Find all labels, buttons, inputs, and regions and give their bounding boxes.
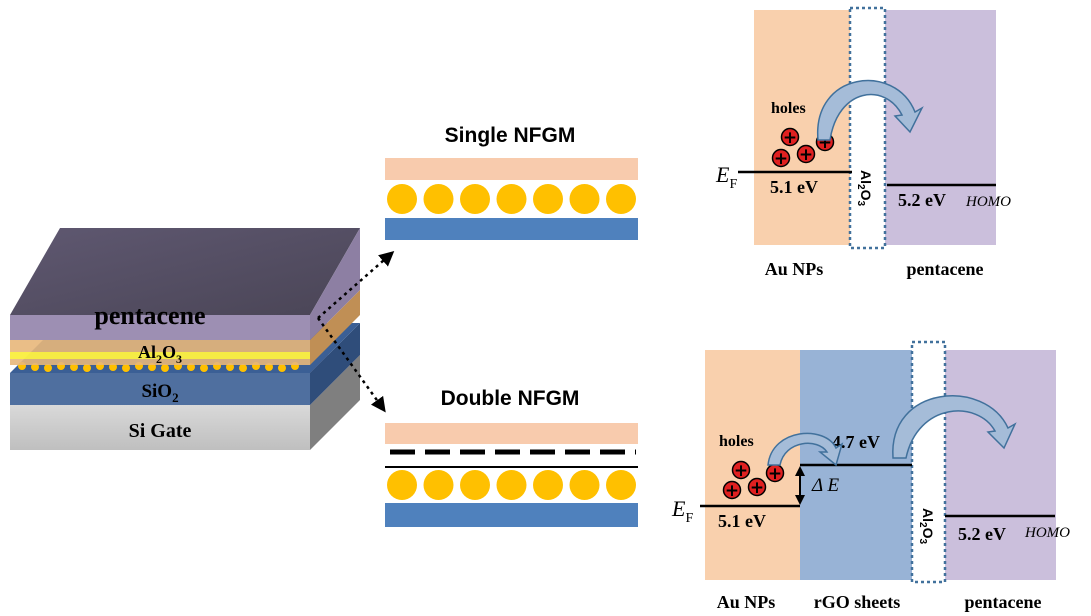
pointer-arrow-single bbox=[317, 251, 395, 319]
double-barrier bbox=[910, 340, 947, 584]
single-nanoparticles bbox=[387, 184, 636, 214]
delta-e-arrow-head-up bbox=[795, 466, 805, 476]
nanoparticle bbox=[496, 470, 527, 500]
single-structure: Single NFGM bbox=[385, 124, 638, 240]
nanoparticle bbox=[387, 470, 417, 500]
double-barrier-label: Al2O3 bbox=[917, 508, 936, 544]
hole-plus-sign: + bbox=[734, 461, 748, 481]
nanoparticle bbox=[423, 470, 454, 500]
gate-label: Si Gate bbox=[129, 420, 192, 442]
hole-plus-sign: + bbox=[750, 478, 764, 498]
nanoparticle bbox=[533, 184, 563, 214]
double-rgo-energy: 4.7 eV bbox=[832, 432, 880, 452]
double-top-layer bbox=[385, 423, 638, 444]
single-pentacene-energy: 5.2 eV bbox=[898, 190, 946, 210]
hole-icon bbox=[731, 460, 751, 480]
gate-side bbox=[310, 355, 360, 450]
device-nanoparticle bbox=[122, 364, 130, 372]
single-tunnel-arrow bbox=[817, 79, 924, 141]
energy-diagram-double: EF 5.1 eV 4.7 eV Δ E holes ++++ Al2O3 5.… bbox=[671, 340, 1070, 612]
al2o3-label: Al2O3 bbox=[138, 342, 182, 366]
pentacene-front bbox=[10, 315, 310, 340]
nanoparticle bbox=[569, 184, 600, 214]
nanoparticle bbox=[606, 470, 636, 500]
pentacene-top bbox=[10, 228, 360, 315]
hole-plus-sign: + bbox=[725, 481, 739, 501]
hole-icon bbox=[747, 477, 767, 497]
nanoparticle bbox=[569, 470, 600, 500]
double-pentacene-energy: 5.2 eV bbox=[958, 524, 1006, 544]
double-structure: Double NFGM bbox=[385, 387, 638, 527]
device-nanoparticle bbox=[278, 364, 286, 372]
single-bottom-pentacene: pentacene bbox=[907, 259, 984, 279]
nanoparticle bbox=[423, 184, 454, 214]
hole-icon bbox=[722, 480, 742, 500]
hole-plus-sign: + bbox=[783, 128, 797, 148]
hole-icon bbox=[796, 144, 816, 164]
double-bottom-au: Au NPs bbox=[717, 592, 776, 612]
pointer-arrow-double bbox=[316, 317, 386, 413]
single-fermi-label: EF bbox=[715, 162, 737, 192]
single-pentacene-region bbox=[885, 10, 996, 245]
single-au-energy: 5.1 eV bbox=[770, 177, 818, 197]
nanoparticle bbox=[387, 184, 417, 214]
device-nanoparticle bbox=[83, 364, 91, 372]
single-homo-label: HOMO bbox=[965, 194, 1011, 210]
sio2-front bbox=[10, 373, 310, 405]
double-bottom-pentacene: pentacene bbox=[965, 592, 1042, 612]
double-homo-label: HOMO bbox=[1024, 525, 1070, 541]
sio2-label: SiO2 bbox=[141, 381, 178, 405]
double-title: Double NFGM bbox=[441, 387, 580, 410]
nanoparticle bbox=[533, 470, 563, 500]
gate-front bbox=[10, 405, 310, 450]
al2o3-side bbox=[310, 290, 360, 365]
double-tunnel-arrow-1 bbox=[767, 432, 844, 467]
double-au-region bbox=[705, 350, 800, 580]
energy-diagram-single: EF 5.1 eV holes ++++ Al2O3 5.2 eV HOMO A… bbox=[715, 6, 1011, 279]
nanoparticle bbox=[496, 184, 527, 214]
pentacene-side bbox=[310, 228, 360, 340]
double-au-energy: 5.1 eV bbox=[718, 511, 766, 531]
double-nanoparticles bbox=[387, 470, 636, 500]
hole-plus-sign: + bbox=[799, 145, 813, 165]
double-tunnel-arrow-2 bbox=[892, 395, 1017, 459]
single-holes-label: holes bbox=[771, 100, 806, 117]
sio2-side bbox=[310, 323, 360, 405]
double-bottom-layer bbox=[385, 503, 638, 527]
device-nanoparticle bbox=[44, 364, 52, 372]
hole-plus-sign: + bbox=[774, 149, 788, 169]
al2o3-glow bbox=[10, 352, 310, 359]
single-bottom-au: Au NPs bbox=[765, 259, 824, 279]
double-fermi-label: EF bbox=[671, 496, 693, 526]
device-stack: Si Gate SiO2 Al2O3 pentacene bbox=[10, 228, 360, 450]
nanoparticle bbox=[460, 184, 490, 214]
hole-plus-sign: + bbox=[768, 464, 782, 484]
device-nanoparticle bbox=[200, 364, 208, 372]
nanoparticle bbox=[606, 184, 636, 214]
pentacene-label: pentacene bbox=[94, 301, 205, 330]
single-top-layer bbox=[385, 158, 638, 180]
double-pentacene-region bbox=[944, 350, 1056, 580]
delta-e-arrow-head-down bbox=[795, 495, 805, 505]
hole-icon bbox=[780, 127, 800, 147]
double-holes-label: holes bbox=[719, 433, 754, 450]
single-barrier-label: Al2O3 bbox=[855, 170, 874, 206]
delta-e-label: Δ E bbox=[811, 475, 840, 496]
nanoparticle bbox=[460, 470, 490, 500]
single-barrier bbox=[848, 6, 887, 250]
double-bottom-rgo: rGO sheets bbox=[814, 592, 900, 612]
single-title: Single NFGM bbox=[445, 124, 576, 147]
single-bottom-layer bbox=[385, 218, 638, 240]
hole-icon bbox=[771, 148, 791, 168]
double-holes: ++++ bbox=[722, 460, 785, 501]
device-nanoparticle bbox=[239, 364, 247, 372]
device-nanoparticle bbox=[161, 364, 169, 372]
single-holes: ++++ bbox=[771, 127, 835, 169]
single-au-region bbox=[754, 10, 852, 245]
